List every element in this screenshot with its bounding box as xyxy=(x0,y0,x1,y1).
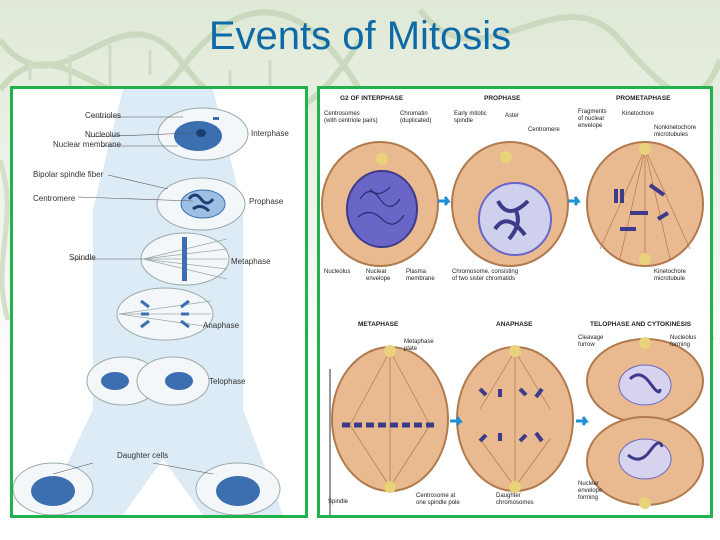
label-centromere: Centromere xyxy=(33,194,75,203)
header-metaphase: METAPHASE xyxy=(358,321,398,328)
stage-telophase: Telophase xyxy=(209,377,245,386)
label-chromosome-sister-chromatids: Chromosome, consisting of two sister chr… xyxy=(452,269,518,283)
label-centromere-right: Centromere xyxy=(528,127,560,134)
label-nucleolus-right: Nucleolus xyxy=(324,269,350,276)
label-nucleolus-forming: Nucleolus forming xyxy=(670,335,696,349)
header-telophase-cytokinesis: TELOPHASE AND CYTOKINESIS xyxy=(590,321,691,328)
label-centrioles: Centrioles xyxy=(85,111,121,120)
stage-anaphase: Anaphase xyxy=(203,321,239,330)
header-prometaphase: PROMETAPHASE xyxy=(616,95,670,102)
label-metaphase-plate: Metaphase plate xyxy=(404,339,434,353)
header-g2-interphase: G2 OF INTERPHASE xyxy=(340,95,403,102)
label-nuclear-membrane: Nuclear membrane xyxy=(53,140,121,149)
label-spindle: Spindle xyxy=(69,253,96,262)
label-nucleolus: Nucleolus xyxy=(85,130,120,139)
label-bipolar-spindle-fiber: Bipolar spindle fiber xyxy=(33,170,103,179)
label-daughter-cells: Daughter cells xyxy=(117,451,168,460)
header-anaphase: ANAPHASE xyxy=(496,321,532,328)
label-centrosomes: Centrosomes (with centriole pairs) xyxy=(324,111,378,125)
stage-metaphase: Metaphase xyxy=(231,257,271,266)
label-nuclear-envelope-forming: Nuclear envelope forming xyxy=(578,481,602,502)
left-mitosis-figure: Centrioles Nucleolus Nuclear membrane Bi… xyxy=(10,86,308,518)
label-daughter-chromosomes: Daughter chromosomes xyxy=(496,493,534,507)
stage-prophase: Prophase xyxy=(249,197,283,206)
label-aster: Aster xyxy=(505,113,519,120)
label-nuclear-envelope: Nuclear envelope xyxy=(366,269,390,283)
label-early-spindle: Early mitotic spindle xyxy=(454,111,487,125)
label-kinetochore: Kinetochore xyxy=(622,111,654,118)
label-plasma-membrane: Plasma membrane xyxy=(406,269,435,283)
header-prophase: PROPHASE xyxy=(484,95,520,102)
label-nonkinetochore-microtubules: Nonkinetochore microtubules xyxy=(654,125,696,139)
label-cleavage-furrow: Cleavage furrow xyxy=(578,335,603,349)
label-spindle-right: Spindle xyxy=(328,499,348,506)
right-diagram-graphics xyxy=(320,89,710,515)
label-kinetochore-microtubule: Kinetochore microtubule xyxy=(654,269,686,283)
stage-interphase: Interphase xyxy=(251,129,289,138)
slide-title: Events of Mitosis xyxy=(0,14,720,59)
label-fragments-nuclear-envelope: Fragments of nuclear envelope xyxy=(578,109,607,130)
label-chromatin: Chromatin (duplicated) xyxy=(400,111,431,125)
label-centrosome-spindle-pole: Centrosome at one spindle pole xyxy=(416,493,460,507)
right-mitosis-figure: G2 OF INTERPHASE PROPHASE PROMETAPHASE C… xyxy=(317,86,713,518)
